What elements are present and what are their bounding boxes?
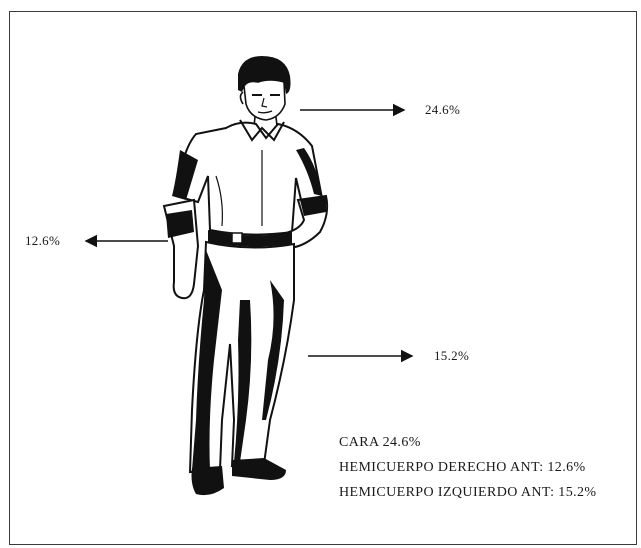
legend-item-cara: CARA 24.6%	[339, 435, 421, 450]
hair	[238, 56, 291, 94]
shoe-left	[191, 466, 224, 496]
shirt	[174, 121, 324, 236]
legend: CARA 24.6% HEMICUERPO DERECHO ANT: 12.6%…	[339, 430, 596, 505]
shoe-right	[232, 458, 286, 480]
label-left-percent: 12.6%	[25, 233, 61, 248]
label-head-percent: 24.6%	[425, 102, 461, 117]
legend-item-hemicuerpo-derecho: HEMICUERPO DERECHO ANT: 12.6%	[339, 460, 586, 475]
belt	[208, 230, 292, 247]
figure-frame	[9, 11, 637, 545]
legend-item-hemicuerpo-izquierdo: HEMICUERPO IZQUIERDO ANT: 15.2%	[339, 485, 597, 500]
label-right-percent: 15.2%	[434, 348, 470, 363]
face	[243, 79, 286, 121]
